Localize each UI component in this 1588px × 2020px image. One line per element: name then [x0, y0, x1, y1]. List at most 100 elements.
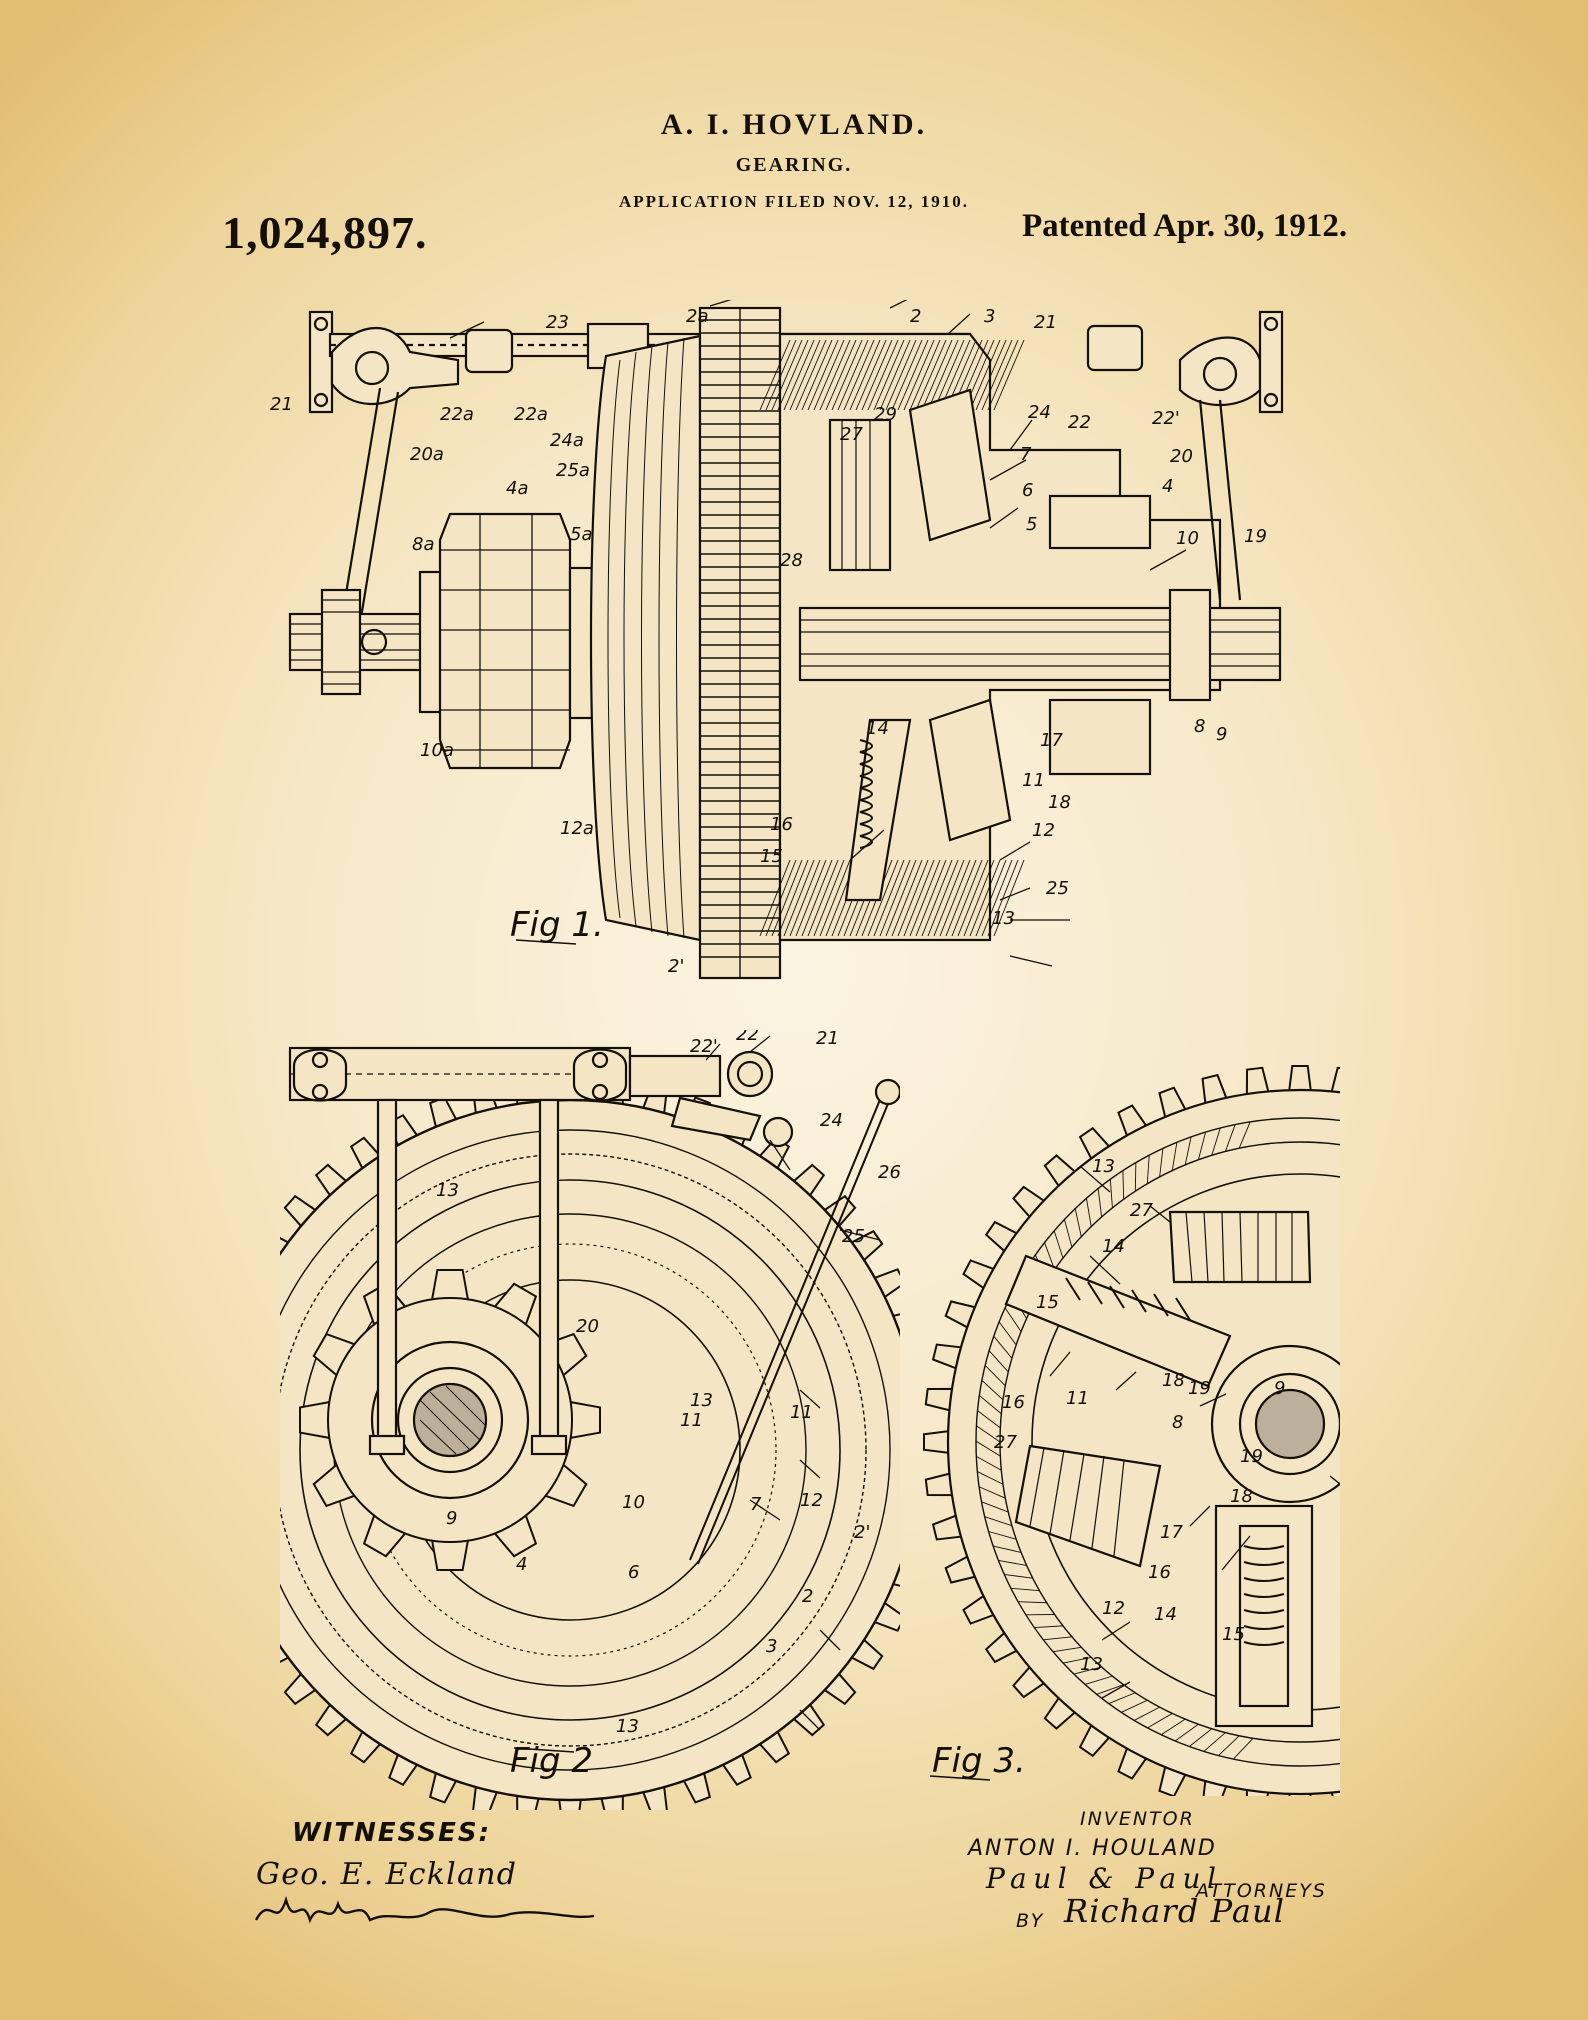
svg-text:21: 21 — [1034, 312, 1057, 333]
svg-text:16: 16 — [770, 814, 793, 835]
svg-text:24: 24 — [1028, 402, 1051, 423]
svg-text:6: 6 — [1022, 480, 1033, 501]
svg-text:22a: 22a — [440, 404, 474, 425]
svg-text:4: 4 — [516, 1554, 527, 1575]
by-signature: Richard Paul — [1063, 1892, 1284, 1930]
svg-text:3: 3 — [766, 1636, 777, 1657]
svg-text:2': 2' — [668, 956, 684, 977]
svg-text:5: 5 — [1026, 514, 1037, 535]
svg-text:15: 15 — [1036, 1292, 1059, 1313]
svg-text:22: 22 — [1068, 412, 1091, 433]
svg-text:14: 14 — [1154, 1604, 1177, 1625]
svg-text:24a: 24a — [550, 430, 584, 451]
svg-text:15: 15 — [760, 846, 783, 867]
svg-text:13: 13 — [616, 1716, 639, 1737]
svg-text:27: 27 — [994, 1432, 1017, 1453]
svg-text:27: 27 — [1130, 1200, 1153, 1221]
attorneys-label: ATTORNEYS — [1196, 1880, 1327, 1902]
figure-1-label: Fig 1. — [510, 905, 604, 945]
svg-text:7: 7 — [750, 1494, 762, 1515]
svg-text:21: 21 — [270, 394, 293, 415]
witnesses-label: WITNESSES: — [292, 1818, 492, 1848]
svg-text:21: 21 — [816, 1030, 839, 1049]
by-label: BY — [1016, 1910, 1045, 1932]
svg-text:9: 9 — [1274, 1378, 1285, 1399]
svg-text:19: 19 — [1240, 1446, 1263, 1467]
svg-text:22a: 22a — [514, 404, 548, 425]
svg-text:16: 16 — [1148, 1562, 1171, 1583]
svg-text:9: 9 — [446, 1508, 457, 1529]
svg-text:Richard Paul: Richard Paul — [1063, 1892, 1284, 1930]
svg-text:11: 11 — [680, 1410, 703, 1431]
svg-text:2: 2 — [910, 306, 921, 327]
svg-text:5a: 5a — [570, 524, 592, 545]
svg-text:14: 14 — [866, 718, 889, 739]
svg-text:4a: 4a — [506, 478, 528, 499]
svg-text:25a: 25a — [556, 460, 590, 481]
svg-text:28: 28 — [780, 550, 803, 571]
svg-text:22': 22' — [1152, 408, 1180, 429]
svg-text:10: 10 — [622, 1492, 645, 1513]
svg-text:15: 15 — [1222, 1624, 1245, 1645]
witness-2-signature — [254, 1895, 595, 1924]
svg-text:13: 13 — [436, 1180, 459, 1201]
inventor-signature: ANTON I. HOULAND — [968, 1836, 1217, 1861]
svg-text:2': 2' — [854, 1522, 870, 1543]
svg-text:12a: 12a — [560, 818, 594, 839]
svg-text:20: 20 — [576, 1316, 599, 1337]
svg-text:19: 19 — [1188, 1378, 1211, 1399]
svg-text:2a: 2a — [686, 306, 708, 327]
svg-text:Geo. E. Eckland: Geo. E. Eckland — [256, 1857, 516, 1892]
svg-text:24: 24 — [820, 1110, 843, 1131]
svg-text:13: 13 — [992, 908, 1015, 929]
svg-text:3: 3 — [984, 306, 995, 327]
svg-text:12: 12 — [1032, 820, 1055, 841]
svg-text:25: 25 — [1046, 878, 1069, 899]
svg-text:20a: 20a — [410, 444, 444, 465]
svg-text:22': 22' — [690, 1036, 718, 1057]
svg-text:18: 18 — [1230, 1486, 1253, 1507]
svg-text:8: 8 — [1194, 716, 1205, 737]
svg-text:13: 13 — [1092, 1156, 1115, 1177]
inventor-label: INVENTOR — [1080, 1808, 1195, 1830]
figure-3-label: Fig 3. — [932, 1741, 1026, 1781]
svg-text:9: 9 — [1216, 724, 1227, 745]
svg-text:18: 18 — [1048, 792, 1071, 813]
svg-text:11: 11 — [790, 1402, 813, 1423]
svg-text:8a: 8a — [412, 534, 434, 555]
patent-number: 1,024,897. — [222, 207, 428, 258]
svg-text:13: 13 — [690, 1390, 713, 1411]
svg-text:2: 2 — [802, 1586, 813, 1607]
svg-text:10a: 10a — [420, 740, 454, 761]
svg-text:25: 25 — [842, 1226, 865, 1247]
svg-text:29: 29 — [874, 404, 897, 425]
invention-title: GEARING. — [735, 154, 853, 176]
svg-text:12: 12 — [800, 1490, 823, 1511]
svg-text:11: 11 — [1022, 770, 1045, 791]
svg-text:17: 17 — [1040, 730, 1063, 751]
svg-text:8: 8 — [1172, 1412, 1183, 1433]
svg-text:12: 12 — [1102, 1598, 1125, 1619]
attorney-signature: Paul & Paul — [985, 1862, 1216, 1895]
svg-text:11: 11 — [1066, 1388, 1089, 1409]
svg-text:17: 17 — [1160, 1522, 1183, 1543]
svg-text:19: 19 — [1244, 526, 1267, 547]
svg-text:10: 10 — [1176, 528, 1199, 549]
svg-text:20: 20 — [1170, 446, 1193, 467]
svg-text:7: 7 — [1020, 444, 1032, 465]
svg-text:4: 4 — [1162, 476, 1173, 497]
svg-text:22: 22 — [736, 1030, 759, 1045]
svg-text:26: 26 — [878, 1162, 900, 1183]
svg-text:6: 6 — [628, 1562, 639, 1583]
svg-text:23: 23 — [546, 312, 569, 333]
svg-text:13: 13 — [1080, 1654, 1103, 1675]
inventor-name: A. I. HOVLAND. — [660, 108, 928, 141]
svg-text:18: 18 — [1162, 1370, 1185, 1391]
patent-date: Patented Apr. 30, 1912. — [1022, 208, 1348, 244]
application-filed: APPLICATION FILED NOV. 12, 1910. — [618, 192, 970, 211]
figure-2-label: Fig 2 — [510, 1741, 593, 1781]
